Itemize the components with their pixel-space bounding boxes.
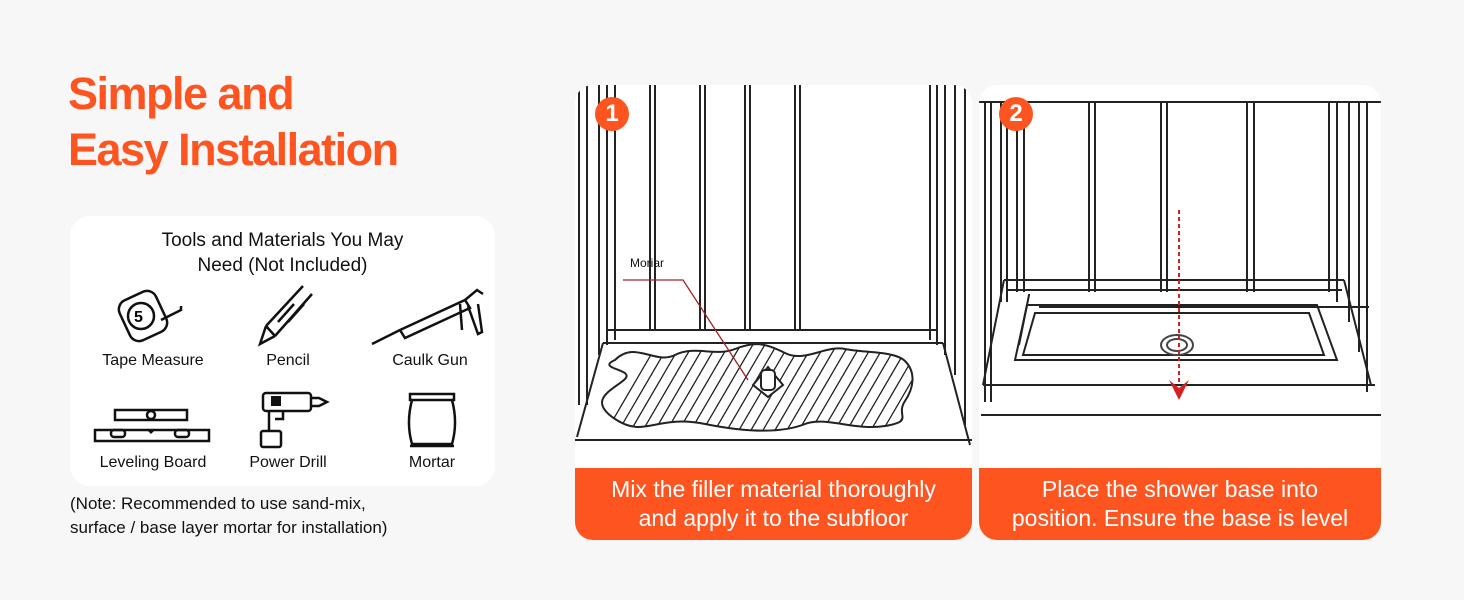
tools-title-line-2: Need (Not Included) — [197, 255, 368, 276]
mortar-bag-icon — [407, 392, 457, 448]
note-line-2: surface / base layer mortar for installa… — [70, 518, 388, 537]
step-2-panel: 2 Place the shower base into position. En… — [979, 85, 1381, 540]
svg-text:5: 5 — [134, 309, 143, 326]
tool-label: Mortar — [408, 454, 456, 471]
tool-power-drill: Power Drill — [218, 390, 358, 472]
tool-label: Caulk Gun — [392, 352, 468, 369]
title-line-1: Simple and — [68, 68, 295, 119]
note-line-1: (Note: Recommended to use sand-mix, — [70, 494, 366, 513]
step-1-caption: Mix the filler material thoroughly and ap… — [575, 468, 972, 540]
caption-line: Mix the filler material thoroughly — [611, 476, 936, 502]
pencil-icon — [257, 285, 313, 347]
caption-line: position. Ensure the base is level — [1011, 505, 1349, 531]
tool-tape-measure: 5 Tape Measure — [83, 288, 223, 370]
installation-note: (Note: Recommended to use sand-mix, surf… — [70, 492, 387, 540]
shower-base-placement-illustration — [979, 85, 1381, 468]
tool-label: Tape Measure — [102, 352, 204, 369]
tools-title-line-1: Tools and Materials You May — [161, 230, 404, 251]
caption-line: Place the shower base into — [1041, 476, 1319, 502]
tool-mortar: Mortar — [362, 390, 502, 472]
tools-card-title: Tools and Materials You May Need (Not In… — [70, 228, 495, 278]
tools-card: Tools and Materials You May Need (Not In… — [70, 216, 495, 486]
page-title: Simple and Easy Installation — [68, 66, 399, 178]
tool-leveling-board: Leveling Board — [83, 396, 223, 472]
tool-caulk-gun: Caulk Gun — [360, 286, 500, 370]
step-2-caption: Place the shower base into position. Ensu… — [979, 468, 1381, 540]
title-line-2: Easy Installation — [68, 124, 399, 175]
mortar-application-illustration — [575, 85, 972, 446]
caption-line: and apply it to the subfloor — [638, 505, 909, 531]
tool-pencil: Pencil — [218, 284, 358, 370]
step-number-badge: 2 — [999, 97, 1033, 131]
mortar-callout-label: Moriar — [630, 256, 665, 270]
caulk-gun-icon — [371, 288, 484, 346]
tool-label: Pencil — [266, 352, 310, 369]
tool-label: Leveling Board — [99, 454, 207, 471]
step-number-badge: 1 — [595, 97, 629, 131]
tape-measure-icon: 5 — [117, 289, 183, 343]
tool-label: Power Drill — [249, 454, 327, 471]
step-1-panel: 1 Moriar Mix the filler material thoroug… — [575, 85, 972, 540]
drill-icon — [259, 391, 330, 449]
level-icon — [93, 408, 211, 443]
arrow-down-icon — [1169, 380, 1189, 400]
